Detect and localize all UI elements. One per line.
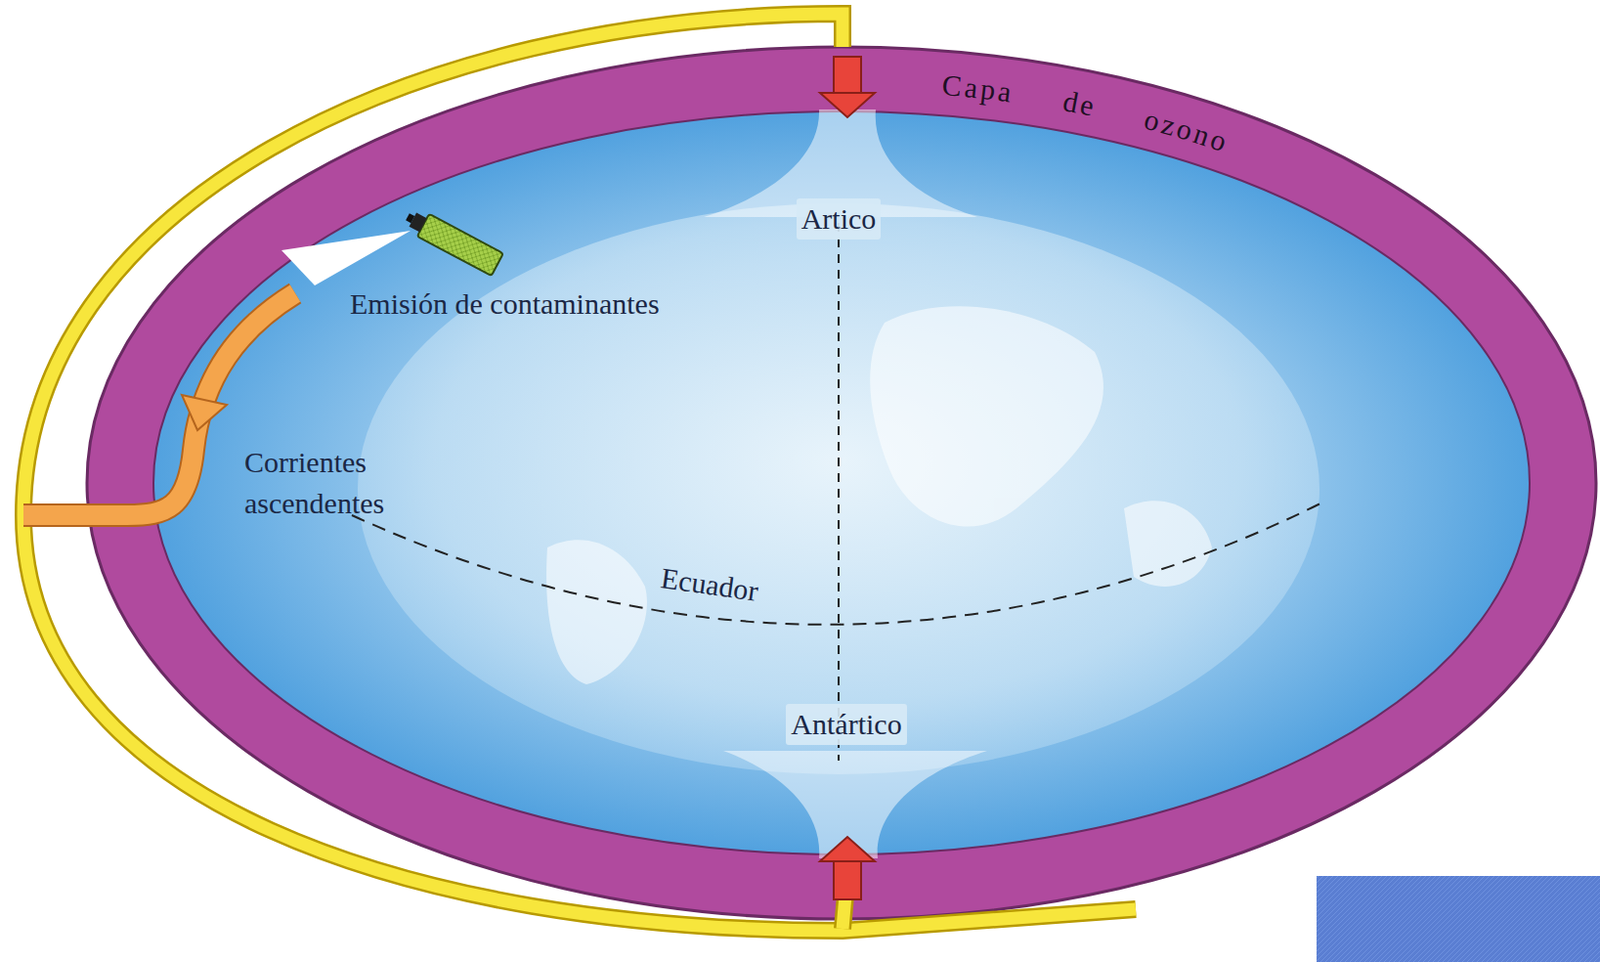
antarctic-funnel — [723, 750, 988, 859]
continents — [546, 305, 1212, 685]
region-label: Antártico — [785, 703, 907, 745]
ozone-layer — [86, 46, 1597, 919]
corner-panel — [1316, 875, 1600, 962]
rising-current — [23, 293, 296, 516]
equator-line — [351, 500, 1327, 625]
corner-panel — [0, 908, 480, 962]
rising-current — [23, 293, 296, 516]
spray-can — [401, 205, 504, 276]
polar-arrow — [820, 56, 875, 900]
process-label: Emisión de contaminantes — [349, 283, 761, 325]
spray-cloud — [281, 230, 411, 286]
layer-label: Capa de ozono — [940, 68, 1234, 159]
air-flow-conduit — [23, 13, 1136, 931]
atmosphere — [153, 111, 1530, 855]
region-label: Artico — [796, 198, 882, 240]
process-label: Corrientes ascendentes — [244, 441, 501, 524]
current-arrowhead — [181, 394, 227, 431]
meridian-line — [837, 222, 840, 761]
